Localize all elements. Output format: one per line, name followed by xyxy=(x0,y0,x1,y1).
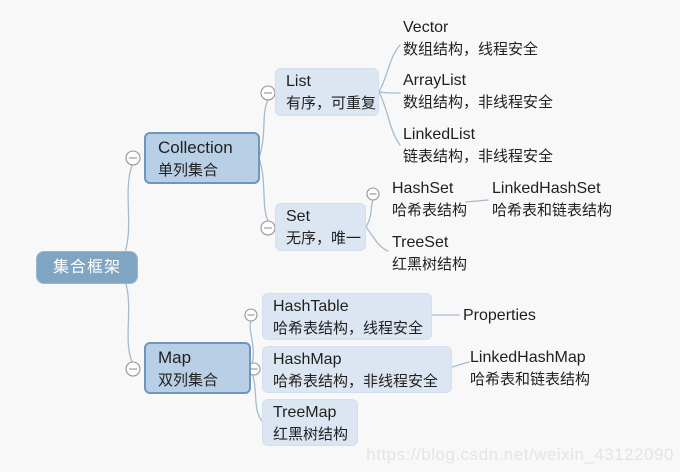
branch-collection-set xyxy=(258,157,269,222)
node-collection-title: Collection xyxy=(158,138,233,157)
node-linkedhashmap-subtitle: 哈希表和链表结构 xyxy=(470,371,591,388)
branch-list-arraylist xyxy=(378,91,401,94)
node-collection-subtitle: 单列集合 xyxy=(158,162,219,179)
node-hashset[interactable]: HashSet 哈希表结构 xyxy=(392,178,467,221)
node-arraylist-title: ArrayList xyxy=(403,72,467,89)
node-set[interactable]: Set 无序，唯一 xyxy=(275,203,366,251)
branch-hashmap-linkedhashmap xyxy=(451,361,470,368)
branch-list-linkedlist xyxy=(378,91,401,146)
collapse-toggle-hashtable[interactable] xyxy=(244,308,258,322)
node-treeset[interactable]: TreeSet 红黑树结构 xyxy=(392,232,467,275)
collapse-toggle-list[interactable] xyxy=(260,85,276,101)
node-root-label: 集合框架 xyxy=(53,259,122,276)
node-map[interactable]: Map 双列集合 xyxy=(144,342,251,394)
branch-list-vector xyxy=(378,44,401,93)
node-list-subtitle: 有序，可重复 xyxy=(286,95,377,112)
branch-root-collection xyxy=(121,164,133,262)
node-treeset-title: TreeSet xyxy=(392,234,449,251)
branch-root-map xyxy=(121,272,133,363)
node-root-collection-framework[interactable]: 集合框架 xyxy=(36,251,139,284)
node-treemap-subtitle: 红黑树结构 xyxy=(273,426,349,443)
node-vector-subtitle: 数组结构，线程安全 xyxy=(403,41,539,58)
collapse-toggle-set[interactable] xyxy=(260,220,276,236)
node-linkedhashset[interactable]: LinkedHashSet 哈希表和链表结构 xyxy=(492,178,612,221)
node-treemap[interactable]: TreeMap 红黑树结构 xyxy=(262,399,358,446)
node-hashtable[interactable]: HashTable 哈希表结构，线程安全 xyxy=(262,293,432,340)
branch-hashset-linkedhashset xyxy=(465,199,489,203)
node-hashmap[interactable]: HashMap 哈希表结构，非线程安全 xyxy=(262,346,452,393)
collapse-toggle-map[interactable] xyxy=(125,361,141,377)
node-treeset-subtitle: 红黑树结构 xyxy=(392,256,468,273)
node-treemap-title: TreeMap xyxy=(273,404,337,421)
node-linkedhashmap[interactable]: LinkedHashMap 哈希表和链表结构 xyxy=(470,347,590,390)
node-vector[interactable]: Vector 数组结构，线程安全 xyxy=(403,17,538,60)
node-linkedlist-title: LinkedList xyxy=(403,126,476,143)
node-vector-title: Vector xyxy=(403,19,449,36)
branch-set-treeset xyxy=(365,226,389,252)
node-arraylist[interactable]: ArrayList 数组结构，非线程安全 xyxy=(403,70,553,113)
node-collection[interactable]: Collection 单列集合 xyxy=(144,132,260,184)
branch-collection-list xyxy=(258,99,269,159)
collapse-toggle-collection[interactable] xyxy=(125,150,141,166)
watermark: https://blog.csdn.net/weixin_43122090 xyxy=(366,445,674,464)
node-map-subtitle: 双列集合 xyxy=(158,372,219,389)
node-list-title: List xyxy=(286,73,311,90)
branch-map-treemap xyxy=(250,368,263,422)
node-linkedhashset-subtitle: 哈希表和链表结构 xyxy=(492,202,613,219)
node-hashmap-title: HashMap xyxy=(273,351,342,368)
node-linkedlist-subtitle: 链表结构，非线程安全 xyxy=(403,148,554,165)
branch-set-hashset xyxy=(365,199,374,228)
node-set-title: Set xyxy=(286,208,311,225)
node-hashmap-subtitle: 哈希表结构，非线程安全 xyxy=(273,373,439,390)
node-hashset-subtitle: 哈希表结构 xyxy=(392,202,468,219)
node-set-subtitle: 无序，唯一 xyxy=(286,230,362,247)
collapse-toggle-hashset[interactable] xyxy=(366,187,380,201)
node-linkedlist[interactable]: LinkedList 链表结构，非线程安全 xyxy=(403,124,553,167)
node-linkedhashmap-title: LinkedHashMap xyxy=(470,349,586,366)
node-linkedhashset-title: LinkedHashSet xyxy=(492,180,601,197)
node-list[interactable]: List 有序，可重复 xyxy=(275,68,379,116)
node-map-title: Map xyxy=(158,348,192,367)
node-hashtable-title: HashTable xyxy=(273,298,349,315)
node-arraylist-subtitle: 数组结构，非线程安全 xyxy=(403,94,554,111)
node-properties[interactable]: Properties xyxy=(463,305,536,327)
node-hashtable-subtitle: 哈希表结构，线程安全 xyxy=(273,320,424,337)
node-properties-title: Properties xyxy=(463,307,536,324)
node-hashset-title: HashSet xyxy=(392,180,454,197)
